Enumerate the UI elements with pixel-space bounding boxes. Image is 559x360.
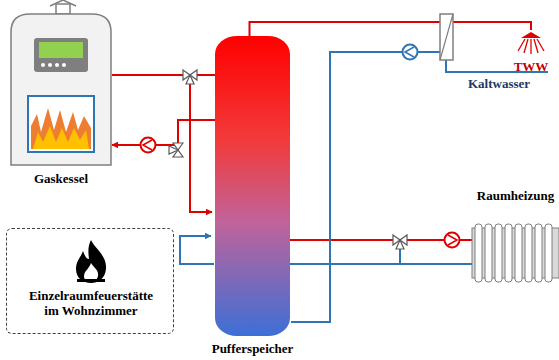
buffer-tank: Pufferspeicher: [215, 36, 290, 336]
node-caption: Einzelraumfeuerstätte im Wohnzimmer: [22, 289, 160, 319]
fireplace-box: Einzelraumfeuerstätte im Wohnzimmer: [6, 228, 174, 334]
pipe-connector: [112, 74, 215, 76]
gas-boiler: Gaskessel: [10, 8, 112, 166]
component-label: Pufferspeicher: [212, 342, 294, 357]
dhw-loop: [291, 52, 440, 322]
component-label: Raumheizung: [477, 189, 554, 204]
component-label: TWW: [514, 60, 549, 75]
heat-exchanger: [440, 14, 453, 60]
pump-symbol: [445, 233, 460, 248]
pipe-connector: [250, 22, 532, 36]
valve-symbol: [169, 143, 183, 157]
pump-symbol: [141, 138, 156, 153]
boiler-shape: [10, 8, 112, 166]
pump-symbol: [403, 45, 418, 60]
flame-icon: [71, 239, 111, 283]
shower-symbol: [515, 30, 547, 56]
valve-symbol: [183, 70, 197, 84]
radiator: Raumheizung: [472, 224, 559, 282]
component-label: Gaskessel: [34, 172, 88, 187]
supply-branch: [190, 75, 212, 212]
pipe-connector: [290, 263, 472, 265]
hot-water-tap: TWW: [515, 30, 547, 56]
pipe-label: Kaltwasser: [468, 77, 530, 92]
pipe-connector: [112, 120, 215, 145]
radiator-symbol: [472, 224, 559, 282]
valve-symbol: [393, 235, 407, 249]
tank-shape: [215, 36, 290, 336]
return-branch: [180, 236, 214, 264]
